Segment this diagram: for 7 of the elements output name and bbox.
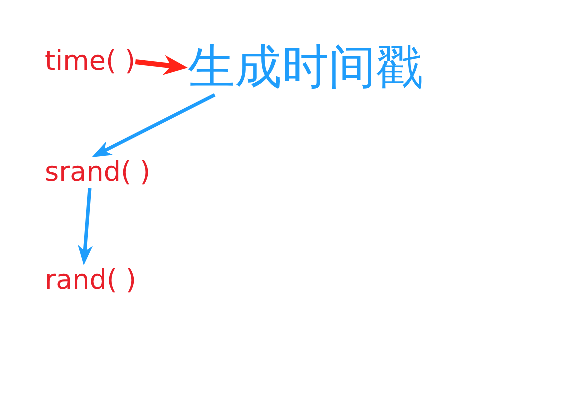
arrow xyxy=(91,93,216,160)
function-label: time( ) xyxy=(45,46,136,78)
arrow xyxy=(78,188,94,266)
heading-text: 生成时间戳 xyxy=(188,40,423,96)
arrow xyxy=(135,55,188,76)
function-label: srand( ) xyxy=(45,157,151,189)
function-label: rand( ) xyxy=(45,265,137,297)
